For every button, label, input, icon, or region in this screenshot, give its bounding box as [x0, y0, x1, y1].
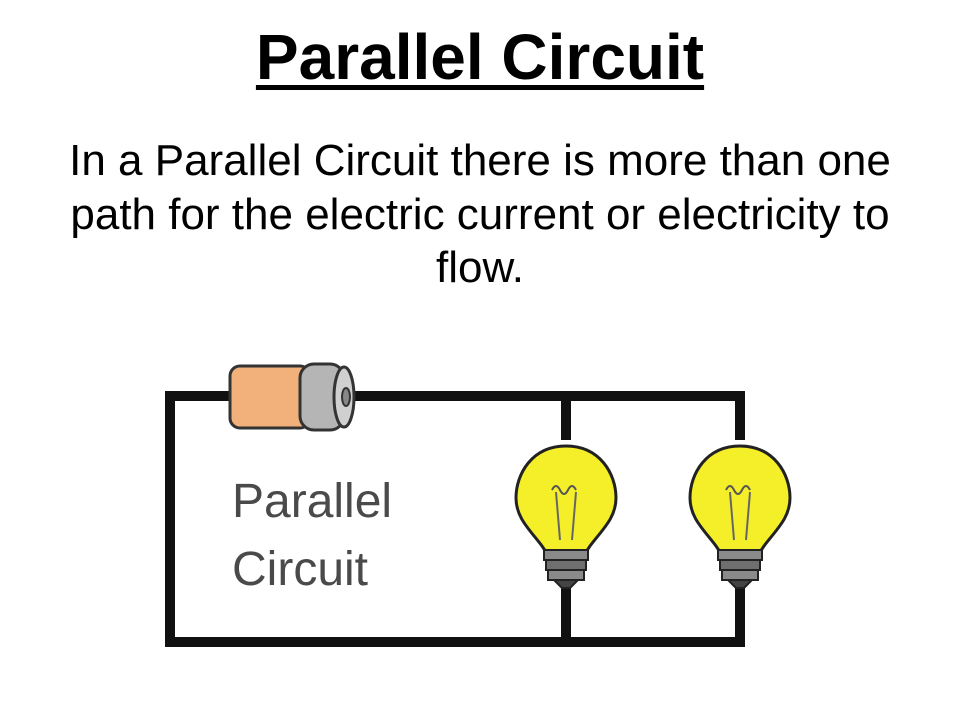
diagram-label-line1: Parallel [232, 475, 393, 528]
diagram-label-line2: Circuit [232, 543, 369, 596]
light-bulb-icon [682, 440, 798, 589]
slide-description: In a Parallel Circuit there is more than… [69, 136, 891, 293]
light-bulb-icon [508, 440, 624, 589]
battery-icon [228, 362, 356, 432]
slide-title: Parallel Circuit [255, 21, 705, 93]
